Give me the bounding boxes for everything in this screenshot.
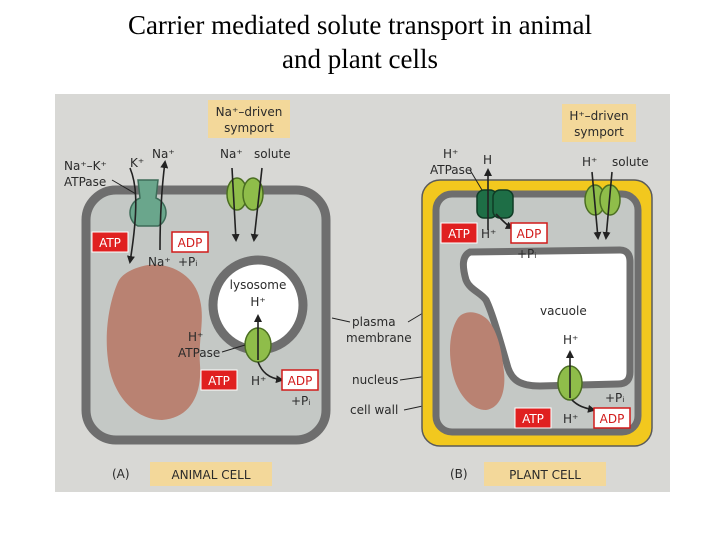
solute-animal-label: solute [254,147,291,161]
lysosome-h-out-label: H⁺ [251,374,266,388]
na-symport-arrow [231,167,240,242]
lysosome-h-atpase-label-2: ATPase [178,346,220,360]
atp-label-plant: ATP [448,227,470,241]
pi-label-plant: +Pᵢ [517,247,536,261]
na-k-atpase-leader [111,179,137,195]
h-symport-arrow [591,171,602,240]
atp-box-animal [91,231,129,253]
solute-symport-arrow-plant [602,171,613,240]
adp-label-animal: ADP [178,236,203,250]
atp-box-lysosome [200,369,238,391]
pi-label-lysosome: +Pᵢ [291,394,310,408]
h-symport-label-2: symport [574,125,624,139]
plasma-membrane-leader-left [331,317,351,323]
lysosome-h-label: H⁺ [250,295,265,309]
pi-label-vacuole: +Pᵢ [605,391,624,405]
caption-b-box [484,462,606,486]
adp-label-vacuole: ADP [600,412,625,426]
na-k-atpase-pump [129,179,167,227]
h-symport-ion-label: H⁺ [582,155,597,169]
vacuole-adp-arrow [571,399,596,413]
plant-h-top-label: H [483,153,492,167]
plant-h-plus-label: H⁺ [481,227,496,241]
lysosome-label: lysosome [230,278,287,292]
na-symport-label-box [208,100,290,138]
na-symport-label-1: Na⁺–driven [216,105,283,119]
title-line-2: and plant cells [282,44,438,74]
page-title: Carrier mediated solute transport in ani… [0,8,720,76]
lysosome-adp-arrow [257,361,284,384]
vacuole [459,246,634,390]
na-symport-ion-label: Na⁺ [220,147,243,161]
lysosome-atpase-leader [221,344,246,353]
na-plus-label: Na⁺ [152,147,175,161]
vacuole-label: vacuole [540,304,587,318]
na-k-atpase-label-2: ATPase [64,175,106,189]
caption-a-letter: (A) [112,467,130,481]
na-symport-label-2: symport [224,121,274,135]
caption-b-label: PLANT CELL [509,468,581,482]
title-line-1: Carrier mediated solute transport in ani… [127,10,593,40]
caption-a-label: ANIMAL CELL [171,468,250,482]
adp-box-plant [510,222,548,244]
adp-box-vacuole [593,407,631,429]
adp-box-lysosome [281,369,319,391]
solute-symport-arrow [250,167,263,242]
atp-label-vacuole: ATP [522,412,544,426]
plant-h-atpase-right [492,189,514,219]
h-symport-label-box [562,104,636,142]
atp-box-plant [440,222,478,244]
na-k-atpase-label-1: Na⁺–K⁺ [64,159,107,173]
atp-label-lysosome: ATP [208,374,230,388]
cell-wall-label: cell wall [350,403,398,417]
plant-h-atpase-label-1: H⁺ [443,147,458,161]
adp-box-animal [171,231,209,253]
na-plus-bottom-label: Na⁺ [148,255,171,269]
na-out-arrow [159,160,169,251]
vacuole-h-out-label: H⁺ [563,412,578,426]
adp-label-plant: ADP [517,227,542,241]
plant-h-atpase-label-2: ATPase [430,163,472,177]
k-in-arrow [127,167,137,264]
caption-a-box [150,462,272,486]
adp-label-lysosome: ADP [288,374,313,388]
animal-nucleus [106,264,202,420]
atp-box-vacuole [514,407,552,429]
solute-plant-label: solute [612,155,649,169]
k-plus-label: K⁺ [130,156,144,170]
h-symport-label-1: H⁺–driven [569,109,628,123]
pi-label-animal: +Pᵢ [178,255,197,269]
caption-b-letter: (B) [450,467,468,481]
plant-nucleus [450,312,505,410]
atp-label-animal: ATP [99,236,121,250]
nucleus-label: nucleus [352,373,398,387]
plasma-membrane-label-2: membrane [346,331,412,345]
vacuole-h-label: H⁺ [563,333,578,347]
plant-atpase-leader [469,169,483,191]
lysosome-h-atpase-label-1: H⁺ [188,330,203,344]
plasma-membrane-label-1: plasma [352,315,396,329]
